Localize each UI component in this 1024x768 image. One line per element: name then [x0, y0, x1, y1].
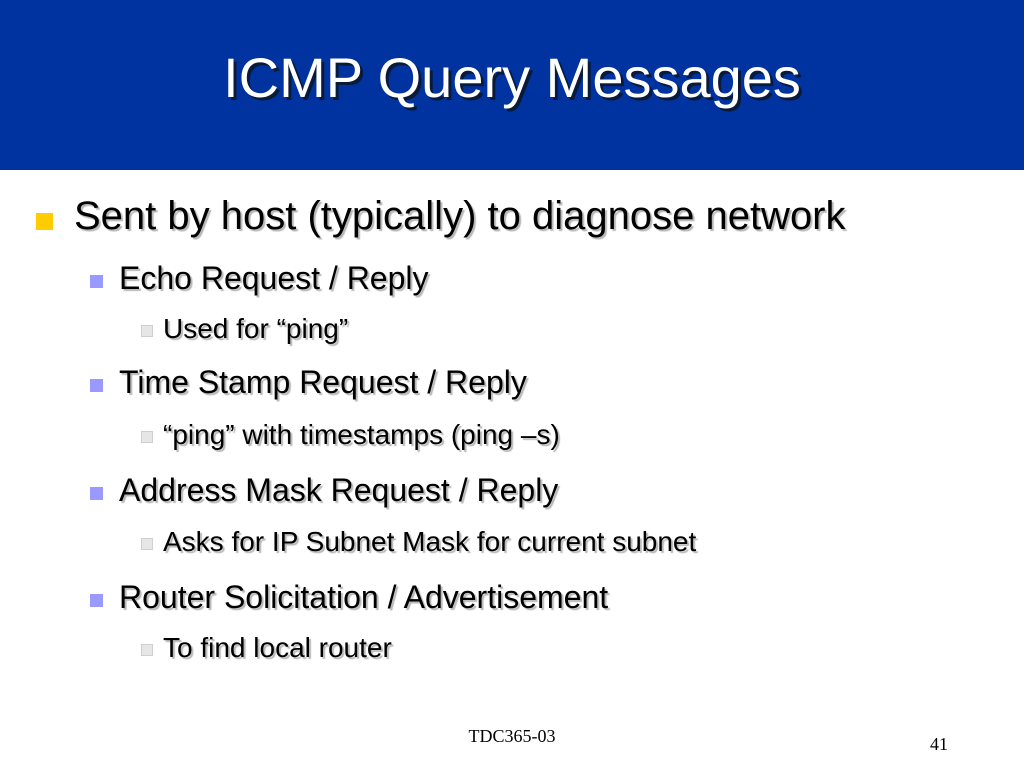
square-bullet-icon — [141, 644, 153, 656]
square-bullet-icon — [90, 594, 103, 607]
square-bullet-icon — [141, 431, 153, 443]
square-bullet-icon — [90, 379, 103, 392]
square-bullet-icon — [141, 325, 153, 337]
bullet-text: Used for “ping” — [163, 313, 349, 344]
bullet-text: Sent by host (typically) to diagnose net… — [74, 194, 846, 238]
square-bullet-icon — [141, 538, 153, 550]
bullet-text: Echo Request / Reply — [119, 260, 429, 296]
square-bullet-icon — [90, 275, 103, 288]
bullet-text: “ping” with timestamps (ping –s) — [163, 419, 560, 450]
bullet-text: Router Solicitation / Advertisement — [119, 579, 609, 615]
square-bullet-icon — [90, 487, 103, 500]
title-bar — [0, 0, 1024, 170]
square-bullet-icon — [36, 213, 53, 230]
bullet-text: To find local router — [163, 632, 392, 663]
slide-title: ICMP Query Messages — [223, 46, 801, 109]
bullet-text: Time Stamp Request / Reply — [119, 364, 527, 400]
bullet-text: Address Mask Request / Reply — [119, 472, 559, 508]
footer-text: TDC365-03 — [468, 726, 556, 746]
page-number: 41 — [930, 734, 948, 754]
bullet-text: Asks for IP Subnet Mask for current subn… — [163, 526, 697, 557]
